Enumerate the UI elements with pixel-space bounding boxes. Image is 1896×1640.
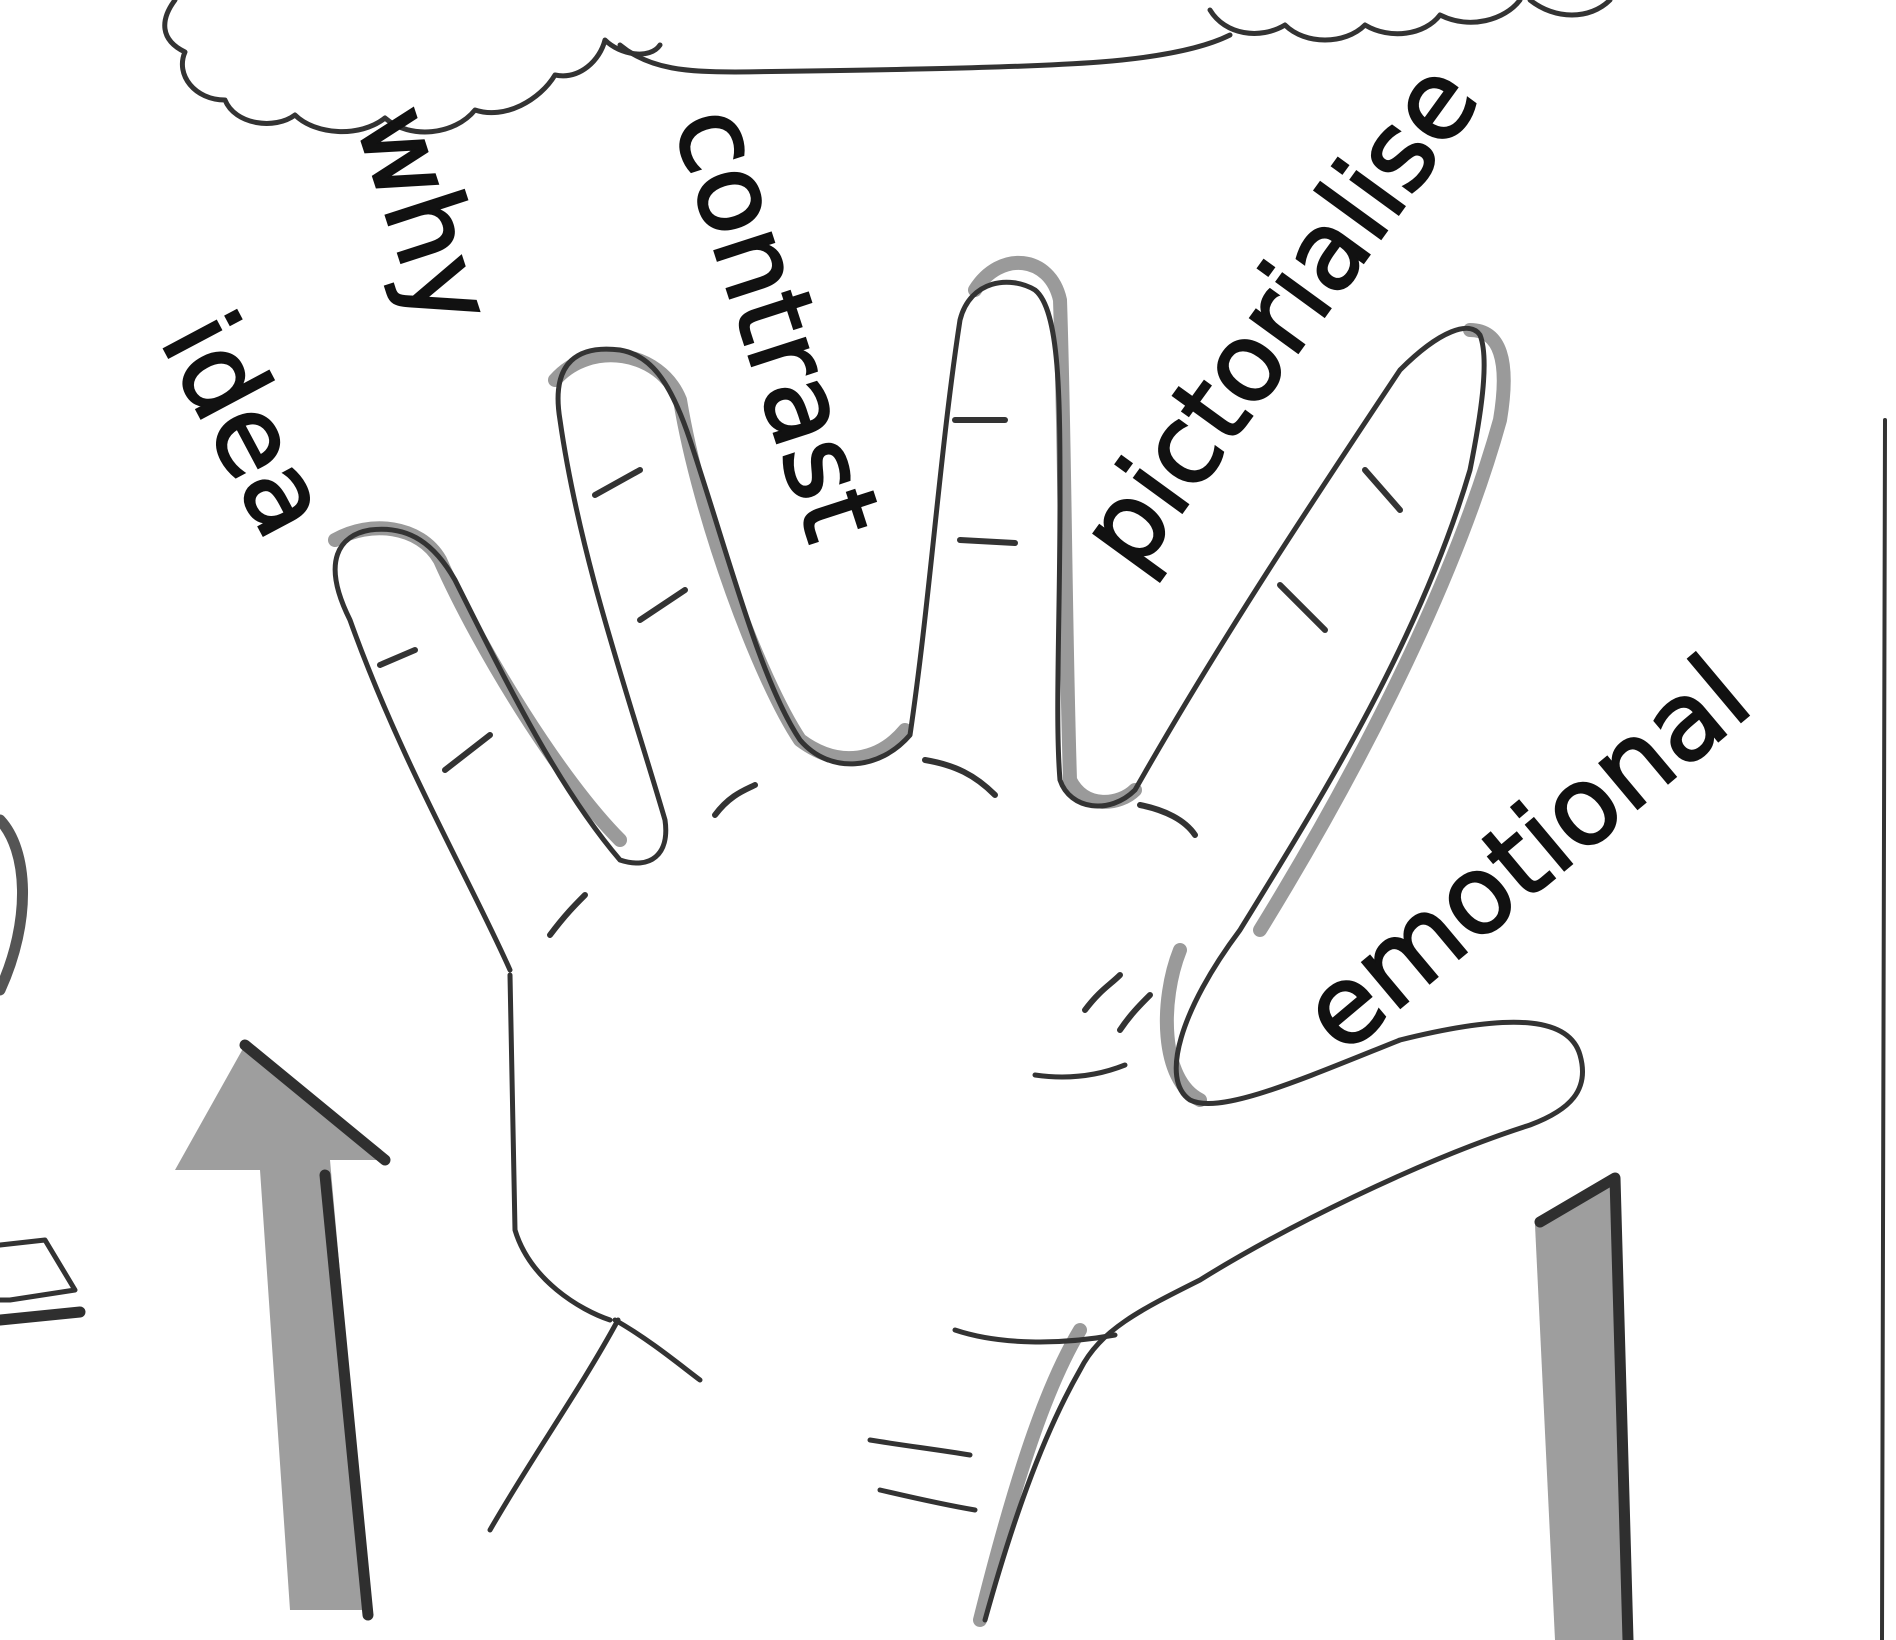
label-why: why [331, 92, 518, 341]
thought-cloud-right [620, 0, 1610, 72]
left-edge-shapes [0, 820, 80, 1320]
right-bar [1535, 1175, 1630, 1640]
label-contrast: contrast [648, 92, 905, 554]
label-emotional: emotional [1278, 633, 1773, 1076]
right-border-line [1882, 420, 1885, 1640]
label-pictorialise: pictorialise [1056, 41, 1504, 592]
up-arrow [175, 1045, 385, 1615]
label-idea: idea [136, 293, 355, 556]
